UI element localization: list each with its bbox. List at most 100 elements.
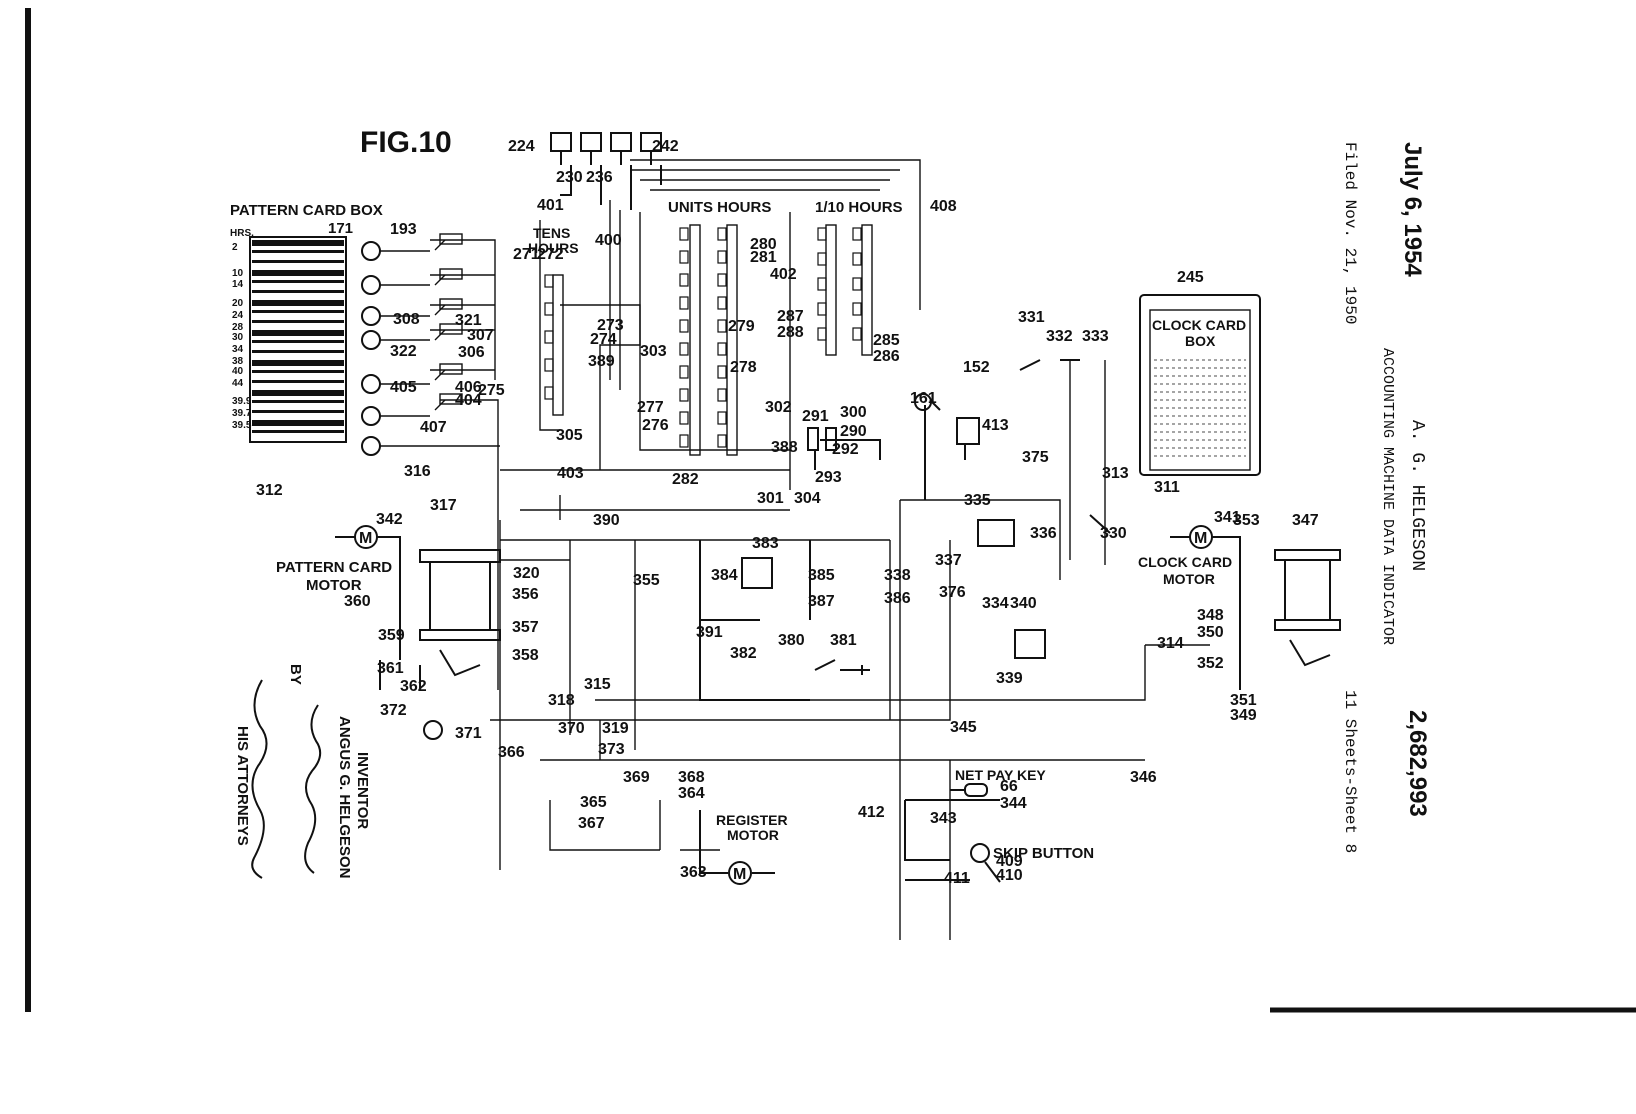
right-relays	[924, 359, 1111, 659]
header-inventor: A. G. HELGESON	[1407, 420, 1427, 571]
pattern-card-stripe	[252, 270, 344, 276]
clock-box-title-2: BOX	[1185, 333, 1216, 349]
reference-number: 313	[1102, 465, 1129, 482]
header-title-text: ACCOUNTING MACHINE DATA INDICATOR	[1379, 348, 1396, 645]
figure-label: FIG.10	[360, 126, 452, 159]
reference-number: 388	[771, 439, 798, 456]
reference-number: 347	[1292, 512, 1319, 529]
reference-number: 292	[832, 441, 859, 458]
pattern-card-stripe	[252, 410, 344, 413]
reference-number: 304	[794, 490, 821, 507]
reference-number: 383	[752, 535, 779, 552]
bank-contact	[817, 252, 827, 266]
bank-contact	[817, 302, 827, 316]
reference-number: 302	[765, 399, 792, 416]
by-label: BY	[287, 664, 304, 685]
reference-number: 403	[557, 465, 584, 482]
reference-number: 390	[593, 512, 620, 529]
pattern-hour-label: 40	[232, 366, 244, 377]
contact-banks	[500, 159, 921, 520]
pattern-box-title: PATTERN CARD BOX	[230, 202, 383, 219]
pattern-hour-label: 14	[232, 279, 244, 290]
header-date-text: July 6, 1954	[1399, 142, 1426, 277]
reference-number: 316	[404, 463, 431, 480]
reference-number: 361	[377, 660, 404, 677]
pattern-card-stripe	[252, 260, 344, 263]
reference-number: 409	[996, 853, 1023, 870]
reference-number: 391	[696, 624, 723, 641]
pattern-hour-label: 39.5	[232, 420, 252, 431]
reference-number: 408	[930, 198, 957, 215]
pattern-card-stripe	[252, 360, 344, 366]
pattern-hour-label: 24	[232, 310, 244, 321]
register-motor-label-1: REGISTER	[716, 812, 788, 828]
reference-number: 367	[578, 815, 605, 832]
bank-contact	[717, 388, 727, 402]
pattern-motor-label-2: MOTOR	[306, 577, 362, 594]
bank-contact	[544, 358, 554, 372]
reference-number: 348	[1197, 607, 1224, 624]
pattern-card-stripe	[252, 430, 344, 433]
header-inventor-text: A. G. HELGESON	[1407, 420, 1427, 571]
reference-number: 274	[590, 331, 617, 348]
reference-number: 405	[390, 379, 417, 396]
skip-button-label: SKIP BUTTON	[993, 845, 1094, 862]
reference-number: 311	[1154, 479, 1180, 496]
pattern-contacts	[361, 241, 381, 456]
bank-contact	[544, 302, 554, 316]
reference-number: 242	[652, 138, 679, 155]
bank-contacts	[544, 227, 862, 448]
reference-number: 193	[390, 221, 417, 238]
reference-number: 321	[455, 312, 482, 329]
header-filed-text: Filed Nov. 21, 1950	[1341, 142, 1359, 324]
reference-number: 387	[808, 593, 835, 610]
reference-number: 370	[558, 720, 585, 737]
pattern-hour-label: 39.9	[232, 396, 252, 407]
inventor-label: INVENTOR	[354, 752, 371, 829]
pattern-hour-label: 39.7	[232, 408, 252, 419]
pattern-card-stripe	[252, 380, 344, 383]
reference-number: 152	[963, 359, 990, 376]
pattern-card-stripe	[252, 350, 344, 353]
pattern-card-stripe	[252, 290, 344, 293]
reference-number: 365	[580, 794, 607, 811]
header-patent-number: 2,682,993	[1404, 710, 1431, 817]
header-sheets-text: 11 Sheets-Sheet 8	[1341, 690, 1359, 853]
reference-number: 355	[633, 572, 660, 589]
net-pay-key	[904, 783, 1001, 883]
reference-number: 273	[597, 317, 624, 334]
reference-number: 322	[390, 343, 417, 360]
bank-contact	[717, 365, 727, 379]
pattern-hour-label: 10	[232, 268, 244, 279]
attorney-signature	[251, 679, 268, 879]
reference-number: 369	[623, 769, 650, 786]
reference-number: 278	[730, 359, 757, 376]
bank-contact	[717, 342, 727, 356]
reference-number: 363	[680, 864, 707, 881]
pattern-hour-label: 44	[232, 378, 244, 389]
reference-number: 380	[778, 632, 805, 649]
reference-number: 368	[678, 769, 705, 786]
reference-number: 281	[750, 249, 777, 266]
reference-number: 318	[548, 692, 575, 709]
clock-motor-label-2: MOTOR	[1163, 571, 1215, 587]
reference-number: 275	[478, 382, 505, 399]
reference-number: 359	[378, 627, 405, 644]
reference-number: 343	[930, 810, 957, 827]
bank-contact	[679, 342, 689, 356]
bank-contact	[717, 411, 727, 425]
bank-contact	[817, 227, 827, 241]
bank-contact	[679, 388, 689, 402]
reference-number: 349	[1230, 707, 1257, 724]
reference-number: 346	[1130, 769, 1157, 786]
bank-contact	[679, 273, 689, 287]
reference-number: 353	[1233, 512, 1260, 529]
reference-number: 288	[777, 324, 804, 341]
reference-number: 407	[420, 419, 447, 436]
reference-number: 314	[1157, 635, 1184, 652]
reference-number: 386	[884, 590, 911, 607]
reference-number: 282	[672, 471, 699, 488]
